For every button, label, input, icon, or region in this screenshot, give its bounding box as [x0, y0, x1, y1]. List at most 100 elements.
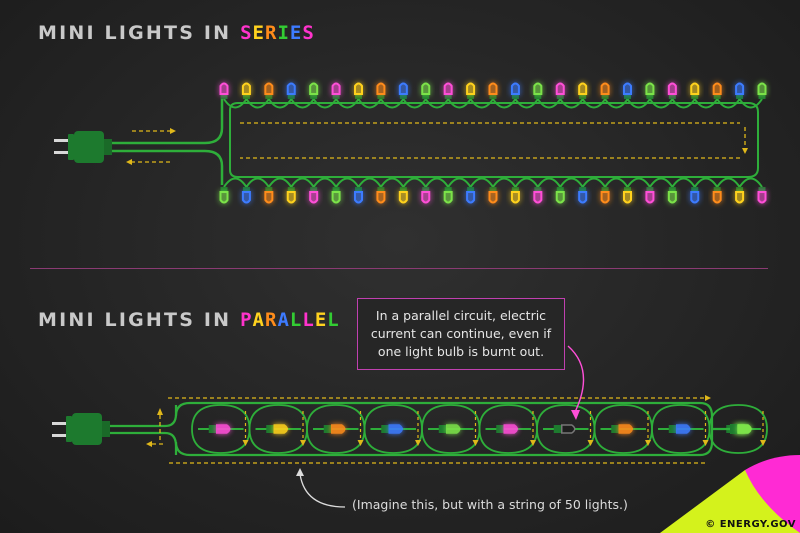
heading-letter: P — [240, 309, 253, 331]
parallel-circuit — [52, 345, 768, 508]
bulb-icon — [286, 82, 296, 99]
bulb-icon — [510, 187, 520, 204]
heading-letter: L — [302, 309, 315, 331]
parallel-heading-prefix: MINI LIGHTS IN — [38, 309, 241, 331]
bulb-icon — [354, 187, 363, 204]
heading-letter: R — [265, 309, 278, 331]
heading-letter: A — [277, 309, 290, 331]
bulb-icon — [623, 82, 632, 99]
bulb-icon — [466, 187, 476, 204]
bulb-icon — [645, 82, 655, 99]
parallel-arrow-icon — [146, 395, 711, 447]
bulb-icon — [611, 424, 633, 434]
bulb-icon — [309, 82, 319, 99]
bulb-icon — [381, 424, 403, 434]
bulb-icon — [712, 187, 722, 204]
bulb-icon — [208, 424, 231, 434]
bulb-icon — [578, 187, 588, 204]
parallel-branches — [191, 404, 768, 454]
bulb-icon — [266, 424, 288, 434]
bulb-icon — [496, 424, 518, 434]
bulb-icon — [578, 82, 588, 99]
parallel-branch — [363, 404, 423, 454]
series-heading-word: SERIES — [240, 22, 315, 44]
parallel-branch — [478, 404, 538, 454]
bulb-icon — [376, 187, 386, 204]
series-bottom-bulbs — [219, 187, 767, 204]
page-curl-icon — [660, 455, 800, 533]
parallel-current-arrows — [152, 397, 705, 464]
section-divider — [30, 268, 768, 269]
bulb-icon — [443, 82, 453, 99]
bulb-icon — [241, 187, 251, 204]
bulb-icon — [309, 187, 319, 204]
heading-letter: S — [302, 22, 315, 44]
parallel-branch — [191, 404, 251, 454]
heading-letter: L — [289, 309, 303, 331]
bulb-icon — [219, 82, 229, 99]
bulb-icon — [645, 187, 655, 204]
bulb-icon — [331, 187, 341, 204]
heading-letter: L — [327, 309, 340, 331]
bulb-icon — [421, 187, 431, 204]
series-circuit — [54, 82, 767, 204]
series-current-arrows — [132, 122, 746, 163]
parallel-plug-icon — [52, 413, 110, 445]
parallel-branch — [248, 404, 308, 454]
parallel-branch — [651, 404, 711, 454]
series-plug-icon — [54, 131, 112, 163]
bulb-icon — [438, 424, 461, 434]
parallel-branch — [593, 404, 653, 454]
parallel-branch — [421, 404, 481, 454]
bulb-icon — [668, 424, 691, 434]
callout-text: In a parallel circuit, electric current … — [370, 308, 552, 359]
heading-letter: E — [314, 309, 328, 331]
bulb-icon — [241, 82, 251, 99]
bulb-icon — [667, 187, 677, 204]
bulb-icon — [354, 82, 363, 99]
bulb-icon — [600, 82, 610, 99]
parallel-heading: MINI LIGHTS IN PARALLEL — [38, 309, 340, 331]
bulb-icon — [555, 187, 565, 204]
bulb-icon — [488, 187, 498, 204]
bulb-icon — [219, 187, 229, 204]
bulb-icon — [264, 82, 274, 99]
heading-letter: I — [277, 22, 290, 44]
credit-text: © ENERGY.GOV — [705, 519, 796, 530]
bulb-icon — [712, 82, 722, 99]
parallel-branch — [536, 404, 596, 454]
heading-letter: S — [240, 22, 253, 44]
heading-letter: E — [252, 22, 265, 44]
bulb-icon — [421, 82, 431, 99]
bulb-icon — [376, 82, 386, 99]
series-top-bulbs — [219, 82, 767, 99]
bulb-icon — [735, 187, 745, 204]
bulb-icon — [323, 424, 346, 434]
footnote: (Imagine this, but with a string of 50 l… — [352, 497, 628, 512]
bulb-icon — [600, 187, 610, 204]
bulb-icon — [533, 187, 543, 204]
heading-letter: E — [289, 22, 303, 44]
bulb-icon — [623, 187, 632, 204]
bulb-icon — [398, 187, 408, 204]
parallel-heading-word: PARALLEL — [240, 309, 340, 331]
bulb-icon — [555, 82, 565, 99]
parallel-branch — [306, 404, 366, 454]
bulb-icon — [553, 424, 576, 434]
bulb-icon — [398, 82, 408, 99]
series-heading-prefix: MINI LIGHTS IN — [38, 22, 241, 44]
bulb-icon — [667, 82, 677, 99]
bulb-icon — [510, 82, 520, 99]
bulb-icon — [757, 82, 767, 99]
bulb-icon — [264, 187, 274, 204]
note-pointer — [299, 473, 346, 508]
parallel-end-bulb-icon — [730, 424, 752, 434]
bulb-icon — [690, 187, 700, 204]
bulb-icon — [533, 82, 543, 99]
bulb-icon — [443, 187, 453, 204]
callout-pointer — [567, 345, 585, 413]
callout-box: In a parallel circuit, electric current … — [357, 298, 565, 370]
bulb-icon — [757, 187, 767, 204]
